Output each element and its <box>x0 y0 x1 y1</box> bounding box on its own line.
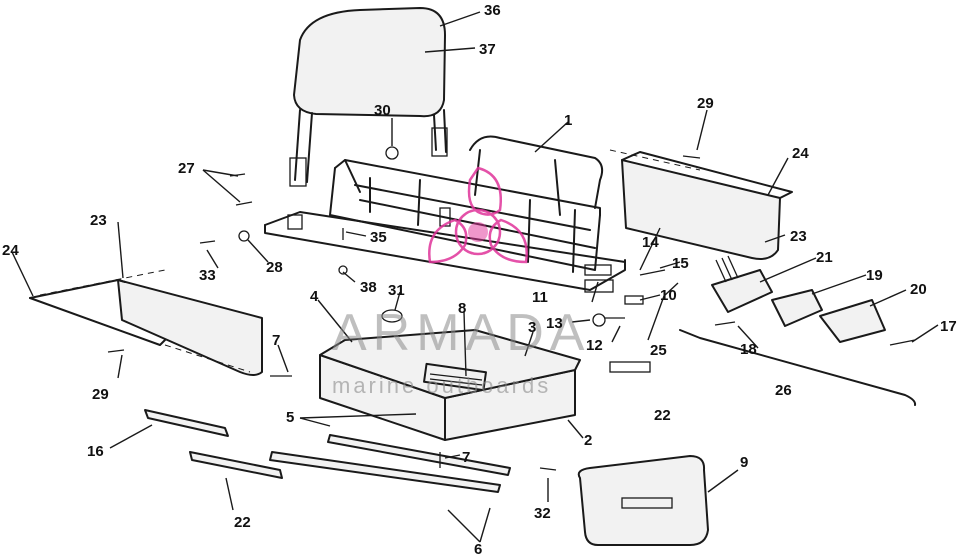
callout-21: 21 <box>816 249 833 266</box>
callout-28: 28 <box>266 259 283 276</box>
callout-15: 15 <box>672 255 689 272</box>
callout-10: 10 <box>660 287 677 304</box>
callout-29-right: 29 <box>697 95 714 112</box>
callout-17: 17 <box>940 318 957 335</box>
callout-7-lower: 7 <box>462 449 470 466</box>
seat-base-box <box>319 329 651 441</box>
callout-16: 16 <box>87 443 104 460</box>
callout-8: 8 <box>458 300 466 317</box>
callout-26: 26 <box>775 382 792 399</box>
callout-25: 25 <box>650 342 667 359</box>
callout-22-right: 22 <box>654 407 671 424</box>
backrest <box>289 7 448 187</box>
left-side-panel <box>29 269 263 376</box>
leader-lines <box>11 11 939 543</box>
callout-5: 5 <box>286 409 294 426</box>
callout-11: 11 <box>532 289 548 306</box>
callout-23-left: 23 <box>90 212 107 229</box>
callout-29-left: 29 <box>92 386 109 403</box>
right-side-panel <box>609 149 793 260</box>
callout-27: 27 <box>178 160 195 177</box>
callout-14: 14 <box>642 234 659 251</box>
callout-2: 2 <box>584 432 592 449</box>
callout-37: 37 <box>479 41 496 58</box>
callout-4: 4 <box>310 288 319 305</box>
watermark-brand: ARMADA <box>332 304 590 362</box>
light-assembly <box>679 255 917 406</box>
callout-31: 31 <box>388 282 405 299</box>
callout-30: 30 <box>374 102 391 119</box>
callout-6: 6 <box>474 541 482 555</box>
callout-9: 9 <box>740 454 748 471</box>
callout-24-left: 24 <box>2 242 19 259</box>
callout-1: 1 <box>564 112 572 129</box>
callout-19: 19 <box>866 267 883 284</box>
seat-frame <box>264 135 626 291</box>
callout-38: 38 <box>360 279 377 296</box>
callout-20: 20 <box>910 281 927 298</box>
callout-3: 3 <box>528 319 536 336</box>
callout-7-upper: 7 <box>272 332 280 349</box>
front-panel <box>577 455 709 546</box>
callout-12: 12 <box>586 337 603 354</box>
callout-18: 18 <box>740 341 757 358</box>
callout-32: 32 <box>534 505 551 522</box>
callout-23-right: 23 <box>790 228 807 245</box>
callout-35: 35 <box>370 229 387 246</box>
callout-24-right: 24 <box>792 145 809 162</box>
callout-22-left: 22 <box>234 514 251 531</box>
watermark-tagline: marine outboards <box>332 373 551 398</box>
callout-33: 33 <box>199 267 216 284</box>
callout-13: 13 <box>546 315 563 332</box>
callout-36: 36 <box>484 2 501 19</box>
armada-logo <box>428 166 528 264</box>
